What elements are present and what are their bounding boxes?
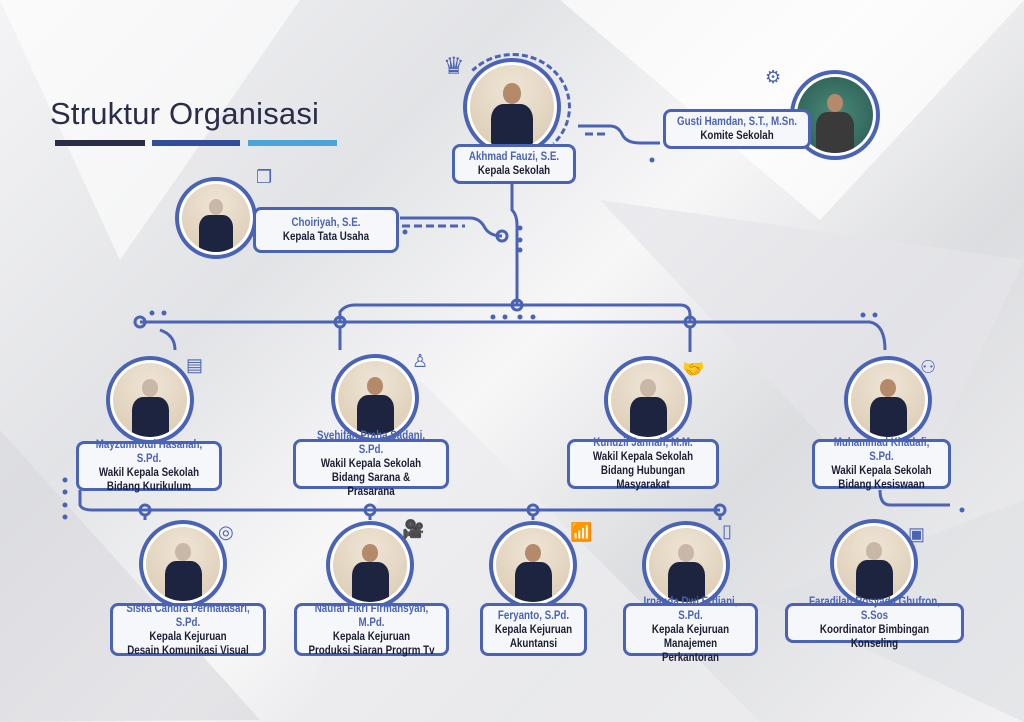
head-dept-2-name: Naufal Fikri Firmansyah, M.Pd. <box>314 602 429 629</box>
card-admin: Choiriyah, S.E. Kepala Tata Usaha <box>253 207 399 253</box>
head-dept-4-field: Manajemen Perkantoran <box>661 637 720 664</box>
head-role: Kepala Sekolah <box>477 165 551 177</box>
admin-name: Choiriyah, S.E. <box>291 217 361 229</box>
committee-name: Gusti Hamdan, S.T., M.Sn. <box>676 116 798 128</box>
documents-icon: ❐ <box>256 167 273 187</box>
card-head-dept-1: Siska Candra Permatasari, S.Pd. Kepala K… <box>110 602 266 657</box>
worker-icon: ♙ <box>412 351 429 371</box>
card-head-dept-2: Naufal Fikri Firmansyah, M.Pd. Kepala Ke… <box>294 602 449 657</box>
vice-1-role: Wakil Kepala Sekolah <box>98 467 200 479</box>
card-vice-4: Muhammad Khadafi, S.Pd. Wakil Kepala Sek… <box>812 437 951 491</box>
head-dept-3-role: Kepala Kejuruan <box>494 623 573 636</box>
photo-head-dept-5 <box>830 519 918 607</box>
card-vice-3: Kunuzil Jannah, M.M. Wakil Kepala Sekola… <box>567 437 719 491</box>
head-dept-3-field: Akuntansi <box>509 637 558 650</box>
decor-ring <box>455 53 571 161</box>
head-dept-1-name: Siska Candra Permatasari, S.Pd. <box>126 602 250 629</box>
people-gear-icon: ⚙ <box>765 67 782 87</box>
title-bar-1 <box>55 140 145 146</box>
photo-vice-1 <box>106 356 194 444</box>
vice-1-field: Bidang Kurikulum <box>106 481 192 493</box>
card-vice-2: Syehifan Praha Sadani, S.Pd. Wakil Kepal… <box>293 430 449 498</box>
crown-icon: ♛ <box>443 53 465 80</box>
handshake-icon: 🤝 <box>682 359 705 379</box>
vice-2-role: Wakil Kepala Sekolah <box>320 458 422 470</box>
video-camera-icon: 🎥 <box>402 519 425 539</box>
card-head: Akhmad Fauzi, S.E. Kepala Sekolah <box>452 144 576 184</box>
head-dept-5-role: Koordinator Bimbingan Konseling <box>819 624 930 650</box>
vice-3-role: Wakil Kepala Sekolah <box>592 451 694 463</box>
vice-4-field: Bidang Kesiswaan <box>838 479 925 491</box>
admin-role: Kepala Tata Usaha <box>282 231 370 243</box>
head-dept-5-name: Faradilah Rosyada Ghufron, S.Sos <box>809 596 940 622</box>
vice-2-field: Bidang Sarana & Prasarana <box>331 472 411 498</box>
vice-3-field: Bidang Hubungan Masyarakat <box>600 465 686 491</box>
head-dept-2-field: Produksi Siaran Progrm Tv <box>308 644 435 657</box>
head-dept-1-role: Kepala Kejuruan <box>149 630 227 643</box>
document-icon: ▯ <box>722 521 732 541</box>
photo-admin <box>175 177 257 259</box>
vice-2-name: Syehifan Praha Sadani, S.Pd. <box>316 430 426 456</box>
card-head-dept-5: Faradilah Rosyada Ghufron, S.Sos Koordin… <box>785 596 964 650</box>
head-name: Akhmad Fauzi, S.E. <box>468 151 560 163</box>
card-head-dept-4: Irnanda Dwi Erdiani, S.Pd. Kepala Kejuru… <box>623 596 758 664</box>
card-vice-1: Mayzumrotul Hasanah, S.Pd. Wakil Kepala … <box>76 439 222 493</box>
photo-vice-2 <box>331 354 419 442</box>
vice-4-role: Wakil Kepala Sekolah <box>831 465 932 477</box>
id-card-icon: ▣ <box>908 524 926 544</box>
card-committee: Gusti Hamdan, S.T., M.Sn. Komite Sekolah <box>663 109 811 149</box>
page-title: Struktur Organisasi <box>50 96 320 131</box>
head-dept-2-role: Kepala Kejuruan <box>332 630 411 643</box>
photo-head-dept-1 <box>139 520 227 608</box>
photo-head-dept-3 <box>489 521 577 609</box>
card-head-dept-3: Feryanto, S.Pd. Kepala Kejuruan Akuntans… <box>480 603 587 656</box>
vice-4-name: Muhammad Khadafi, S.Pd. <box>833 437 930 463</box>
photo-head-dept-2 <box>326 521 414 609</box>
bar-chart-icon: 📶 <box>570 522 593 542</box>
photo-committee <box>790 70 880 160</box>
book-icon: ▤ <box>186 355 204 375</box>
head-dept-4-name: Irnanda Dwi Erdiani, S.Pd. <box>643 595 738 622</box>
photo-head-dept-4 <box>642 521 730 609</box>
photo-vice-3 <box>604 356 692 444</box>
title-bar-3 <box>248 140 337 146</box>
committee-role: Komite Sekolah <box>700 130 774 142</box>
head-dept-1-field: Desain Komunikasi Visual <box>127 644 249 657</box>
photo-vice-4 <box>844 356 932 444</box>
vice-3-name: Kunuzil Jannah, M.M. <box>593 437 693 449</box>
photo-head <box>463 58 561 156</box>
aperture-icon: ◎ <box>218 522 234 542</box>
title-bar-2 <box>152 140 240 146</box>
vice-1-name: Mayzumrotul Hasanah, S.Pd. <box>95 439 203 465</box>
students-icon: ⚇ <box>920 357 937 377</box>
head-dept-3-name: Feryanto, S.Pd. <box>497 609 570 622</box>
head-dept-4-role: Kepala Kejuruan <box>651 623 730 636</box>
